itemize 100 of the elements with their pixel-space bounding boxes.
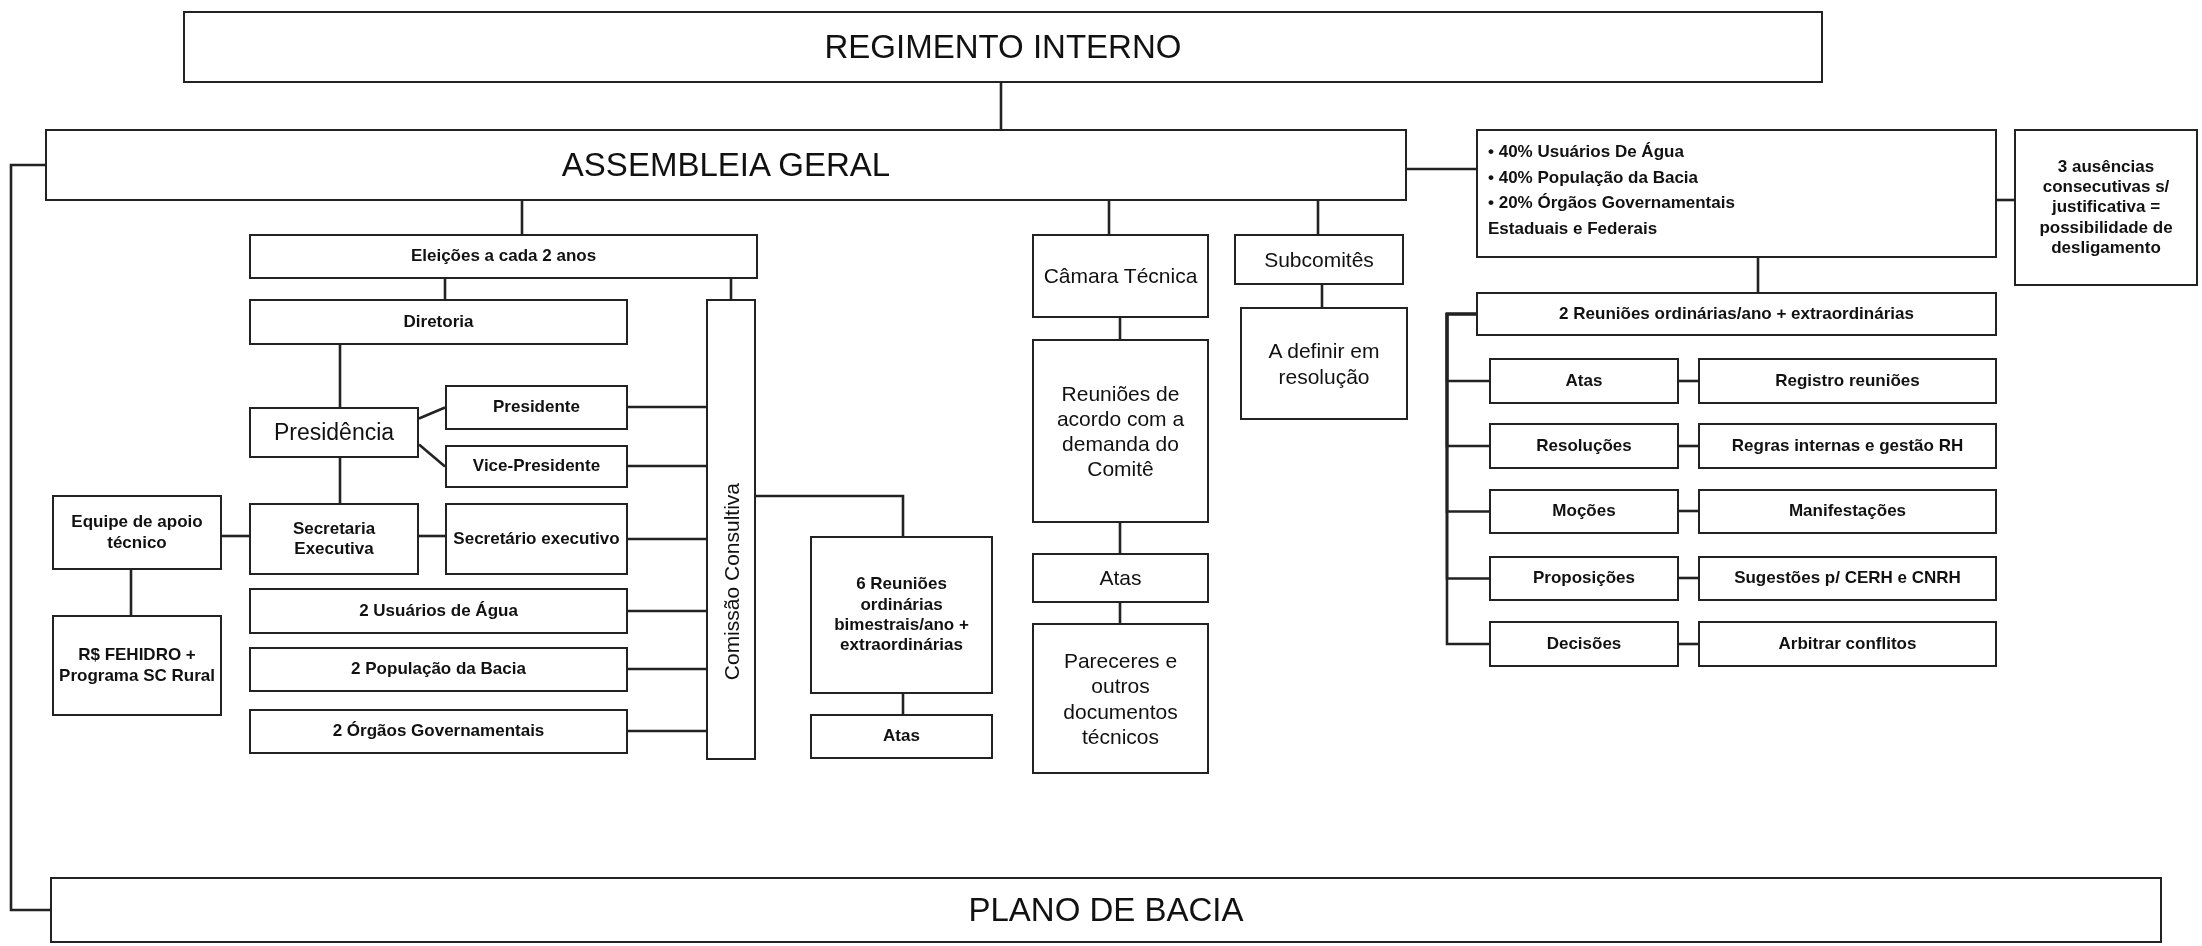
box-label: 6 Reuniões ordinárias bimestrais/ano + extraordinárias [833,574,970,656]
org-box [249,234,758,279]
box-label: Diretoria [403,311,474,333]
connector-line [1107,201,1111,234]
vertical-box [706,299,756,760]
org-box [1234,234,1404,285]
box-label: Atas [883,726,920,747]
connector-line [628,464,706,468]
box-label: Equipe de apoio técnico [70,512,204,553]
org-box [445,503,628,575]
org-box [1476,292,1997,336]
connector-line [628,729,706,733]
connector-line [628,405,706,409]
org-box [183,11,1823,83]
box-label: Atas [1099,565,1142,591]
connector-line [729,279,733,299]
org-box [445,445,628,488]
connector-line [129,570,133,615]
connector-line [1679,444,1698,448]
org-box [1032,339,1209,523]
connector-line [1679,509,1698,513]
connector-line [901,694,905,714]
box-label: A definir em resolução [1267,338,1381,389]
org-box [1032,553,1209,603]
box-label: Regras internas e gestão RH [1731,435,1964,457]
box-label: PLANO DE BACIA [968,890,1244,930]
connector-line [628,537,706,541]
org-box [810,536,993,694]
org-box [249,588,628,634]
org-box [1032,234,1209,318]
box-label: Proposições [1532,568,1635,589]
list-item: • 40% Usuários De Água [1488,141,1685,163]
org-box [1489,621,1679,667]
connector-line [1118,603,1122,623]
org-box [50,877,2162,943]
connector-line [1679,642,1698,646]
box-label: Câmara Técnica [1043,263,1198,289]
org-box [2014,129,2198,286]
connector-line [1320,285,1324,307]
org-box [1032,623,1209,774]
connector-line [418,443,446,468]
connector-line [338,345,342,407]
org-box [1240,307,1408,420]
connector-line [222,534,249,538]
box-label: Pareceres e outros documentos técnicos [1062,648,1179,749]
connector-line [520,201,524,234]
org-box [45,129,1407,201]
org-box [810,714,993,759]
box-label: ASSEMBLEIA GERAL [561,145,891,185]
org-box [249,647,628,692]
box-label: 2 Órgãos Governamentais [332,721,545,742]
org-box [249,709,628,754]
list-item: • 40% População da Bacia [1488,166,1700,189]
org-box [1489,423,1679,469]
connector-line [1316,201,1320,234]
box-label: Sugestões p/ CERH e CNRH [1734,568,1961,589]
box-label: Secretário executivo [453,528,620,550]
connector-line [9,163,50,912]
org-box [1698,489,1997,534]
box-label: Decisões [1546,633,1622,655]
org-box [1698,621,1997,667]
org-box [249,503,419,575]
connector-line [1118,523,1122,553]
connector-line [418,406,446,420]
box-label: Vice-Presidente [472,456,601,477]
connector-line [1407,167,1476,171]
box-label: 3 ausências consecutivas s/ justificativa = possibilidade de desligamento [2038,156,2174,259]
connector-line [443,279,447,299]
box-label: 2 População da Bacia [351,659,526,680]
connector-line [1679,576,1698,580]
box-label: Reuniões de acordo com a demanda do Comitê [1055,380,1186,482]
box-label: Subcomitês [1264,246,1374,273]
box-label: R$ FEHIDRO + Programa SC Rural [58,645,216,686]
org-box [445,385,628,430]
connector-line [628,609,706,613]
org-box [249,407,419,458]
box-label: Comissão Consultiva [718,482,744,681]
box-label: Manifestações [1788,501,1907,522]
box-label: REGIMENTO INTERNO [824,27,1182,67]
org-box [52,495,222,570]
list-item: • 20% Órgãos Governamentais Estaduais e Federais [1488,192,1736,240]
box-label: 2 Usuários de Água [359,600,518,622]
org-box [52,615,222,716]
box-label: Moções [1552,501,1616,522]
connector-line [338,458,342,503]
connector-line [1445,312,1489,646]
box-label: Secretaria Executiva [291,518,377,560]
connector-line [756,494,905,536]
box-label: Eleições a cada 2 anos [410,246,597,267]
box-label: Presidência [273,418,395,447]
org-box [1489,489,1679,534]
box-label: Presidente [493,397,580,418]
org-box [1489,556,1679,601]
connector-line [1679,379,1698,383]
org-box [1698,358,1997,404]
org-box [1476,129,1997,258]
connector-line [419,534,445,538]
org-box [249,299,628,345]
connector-line [999,83,1003,129]
box-label: Atas [1565,370,1603,392]
